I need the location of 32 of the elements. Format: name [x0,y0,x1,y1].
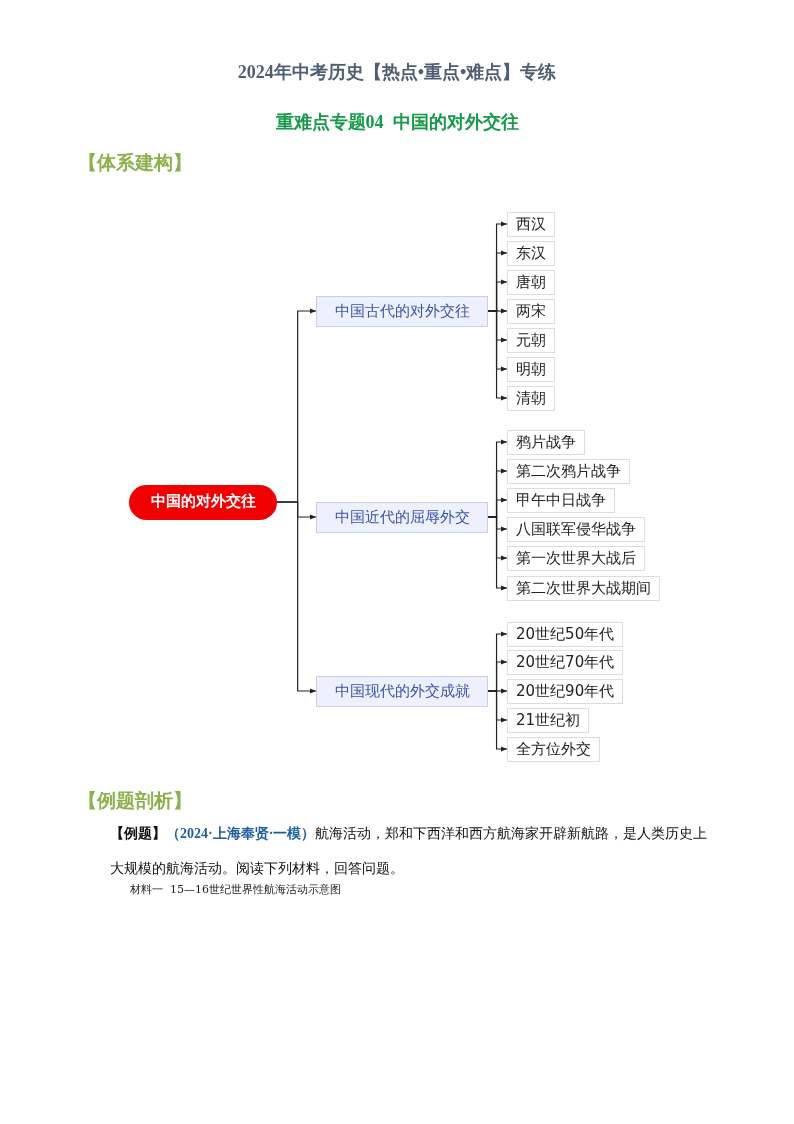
item-box: 20世纪70年代 [507,649,624,675]
item-box: 明朝 [507,356,555,382]
root-topic-pill: 中国的对外交往 [129,484,277,520]
item-box: 21世纪初 [507,707,590,733]
connector-arrow [276,501,317,694]
material-caption: 材料一 15—16世纪世界性航海活动示意图 [130,882,341,897]
item-box: 两宋 [507,298,555,324]
item-box: 清朝 [507,385,555,411]
item-box: 第二次鸦片战争 [507,458,630,484]
item-box: 东汉 [507,240,555,266]
section-heading: 【体系建构】 [78,150,192,175]
section-heading: 【例题剖析】 [78,788,192,813]
item-box: 全方位外交 [507,736,600,762]
category-box: 中国现代的外交成就 [316,675,488,707]
category-box: 中国古代的对外交往 [316,295,488,327]
item-box: 第二次世界大战期间 [507,575,660,601]
question-text: 【例题】（2024·上海奉贤·一模）航海活动，郑和下西洋和西方航海家开辟新航路，是人类历史上大规模的航海活动。阅读下列材料，回答问题。 [110,824,709,878]
item-box: 甲午中日战争 [507,487,615,513]
item-box: 鸦片战争 [507,429,585,455]
item-box: 西汉 [507,211,555,237]
category-box: 中国近代的屈辱外交 [316,501,488,533]
title: 2024年中考历史【热点•重点•难点】专练 [236,61,558,84]
subtitle: 重难点专题04 中国的对外交往 [274,111,520,134]
connector-arrow [487,310,508,401]
item-box: 八国联军侵华战争 [507,516,645,542]
item-box: 20世纪50年代 [507,621,624,647]
item-box: 20世纪90年代 [507,678,624,704]
connector-arrow [487,516,508,591]
item-box: 第一次世界大战后 [507,545,645,571]
item-box: 唐朝 [507,269,555,295]
item-box: 元朝 [507,327,555,353]
connector-arrow [487,690,508,752]
